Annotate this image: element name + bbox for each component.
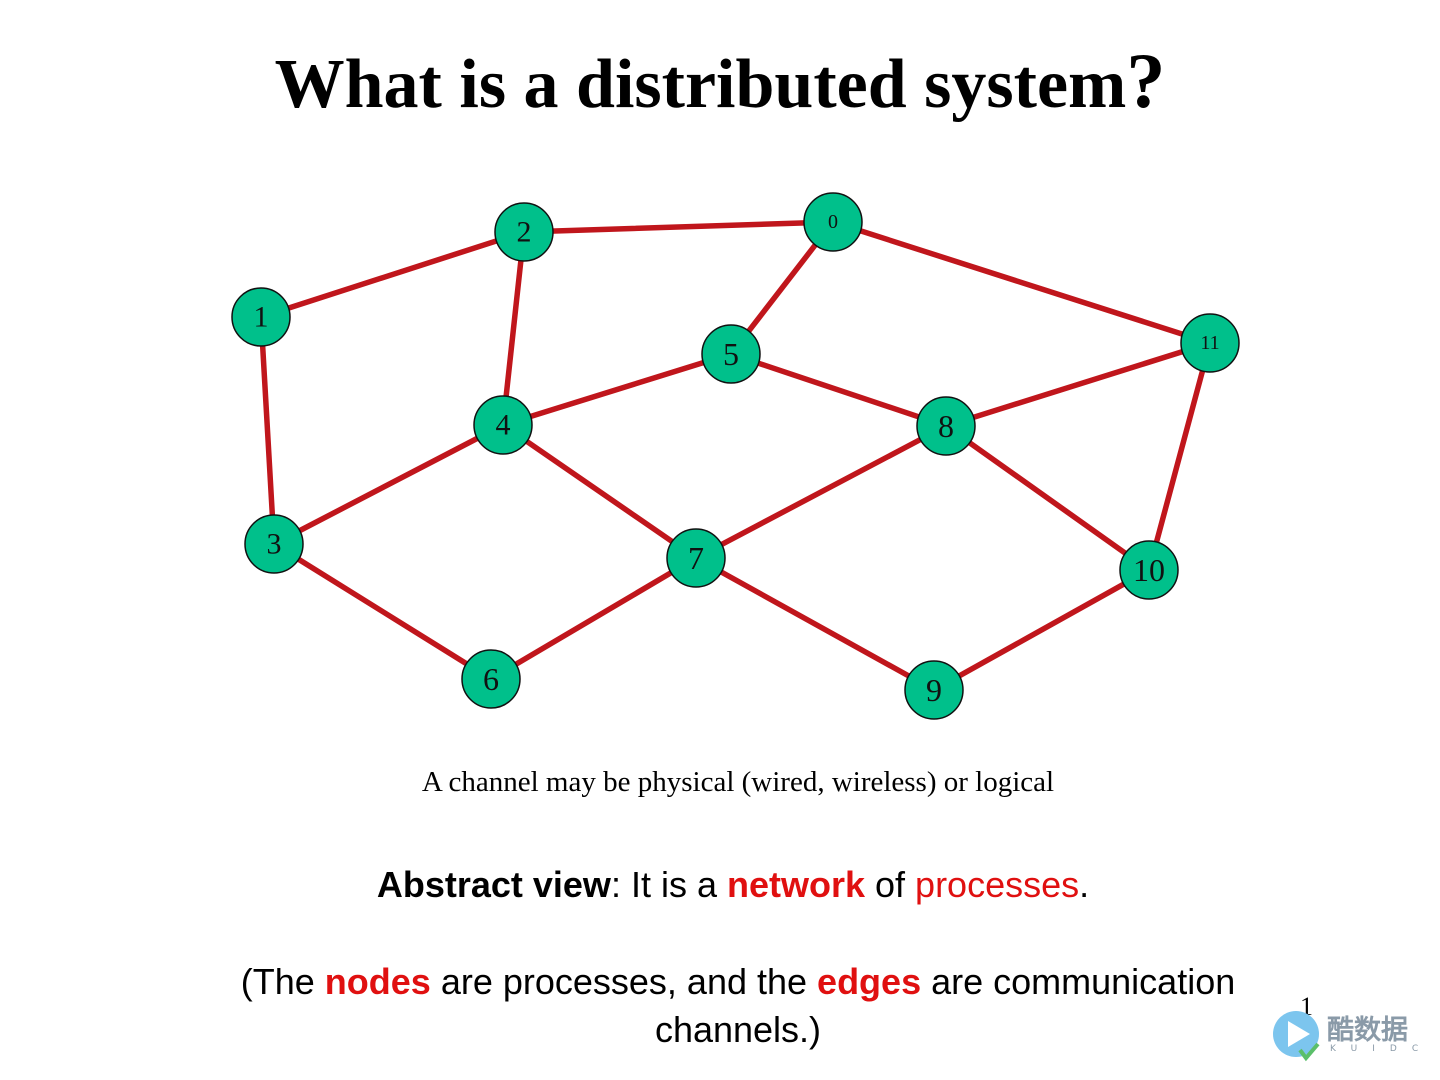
node-label-9: 9 <box>926 672 942 708</box>
explanation-text: (The nodes are processes, and the edges … <box>170 958 1306 1054</box>
node-label-7: 7 <box>688 540 704 576</box>
node-8: 8 <box>916 396 976 456</box>
explain-mid2: are communication channels.) <box>654 961 1236 1050</box>
nodes-layer: 0 1 2 3 4 5 6 7 8 9 10 11 <box>231 192 1240 720</box>
channel-caption: A channel may be physical (wired, wirele… <box>421 766 1055 798</box>
edge-1-2 <box>258 229 527 320</box>
edge-0-11 <box>830 219 1213 346</box>
node-label-0: 0 <box>828 211 838 233</box>
watermark-text: 酷数据 <box>1327 1015 1408 1046</box>
explain-mid1: are processes, and the <box>430 961 818 1002</box>
node-label-4: 4 <box>496 409 511 442</box>
edge-2-4 <box>500 229 527 428</box>
node-2: 2 <box>494 202 554 262</box>
abstract-of-word: of <box>865 864 916 905</box>
edge-4-5 <box>500 351 734 428</box>
node-label-3: 3 <box>267 528 282 561</box>
node-circle-6 <box>461 649 521 709</box>
abstract-view-line: Abstract view: It is a network of proces… <box>0 864 1440 906</box>
node-label-8: 8 <box>938 408 954 444</box>
node-5: 5 <box>701 324 761 384</box>
edge-11-10 <box>1146 340 1213 573</box>
explain-edges-word: edges <box>817 961 922 1002</box>
slide-title-question-mark: ? <box>1126 37 1166 124</box>
node-circle-5 <box>701 324 761 384</box>
node-label-1: 1 <box>254 301 269 334</box>
node-1: 1 <box>231 287 291 347</box>
node-circle-9 <box>904 660 964 720</box>
node-circle-0 <box>803 192 863 252</box>
edge-11-8 <box>943 340 1213 429</box>
abstract-network-word: network <box>726 864 866 905</box>
node-6: 6 <box>461 649 521 709</box>
edge-1-3 <box>258 314 277 547</box>
node-7: 7 <box>666 528 726 588</box>
play-icon <box>1273 1011 1320 1062</box>
edges-layer <box>258 219 1213 693</box>
edge-8-10 <box>943 423 1152 573</box>
node-circle-10 <box>1119 540 1179 600</box>
node-label-10: 10 <box>1133 552 1165 588</box>
node-11: 11 <box>1180 313 1240 373</box>
node-circle-11 <box>1180 313 1240 373</box>
node-circle-4 <box>473 395 533 455</box>
node-circle-1 <box>231 287 291 347</box>
edge-7-6 <box>488 555 699 682</box>
abstract-view-lead: Abstract view <box>376 864 611 905</box>
explain-nodes-word: nodes <box>324 961 431 1002</box>
abstract-view-text: : It is a <box>610 864 727 905</box>
watermark-logo: 酷数据 KUIDC <box>1270 1006 1430 1062</box>
explain-open: (The <box>240 961 325 1002</box>
node-0: 0 <box>803 192 863 252</box>
node-circle-8 <box>916 396 976 456</box>
edge-7-9 <box>693 555 937 693</box>
node-label-6: 6 <box>483 661 499 697</box>
watermark-subtext: KUIDC <box>1330 1044 1434 1054</box>
node-circle-2 <box>494 202 554 262</box>
node-circle-3 <box>244 514 304 574</box>
edge-3-6 <box>271 541 494 682</box>
node-9: 9 <box>904 660 964 720</box>
edge-8-7 <box>693 423 949 561</box>
slide-title: What is a distributed system? <box>0 36 1440 126</box>
node-circle-7 <box>666 528 726 588</box>
node-4: 4 <box>473 395 533 455</box>
node-3: 3 <box>244 514 304 574</box>
slide-title-text: What is a distributed system <box>274 46 1127 123</box>
edge-2-0 <box>521 219 836 235</box>
node-label-11: 11 <box>1200 332 1219 354</box>
node-label-5: 5 <box>723 336 739 372</box>
edge-5-8 <box>728 351 949 429</box>
edge-4-7 <box>500 422 699 561</box>
edge-10-9 <box>931 567 1152 693</box>
abstract-processes-word: processes <box>915 864 1080 905</box>
abstract-period: . <box>1079 864 1090 905</box>
edge-4-3 <box>271 422 506 547</box>
node-10: 10 <box>1119 540 1179 600</box>
node-label-2: 2 <box>517 216 532 249</box>
